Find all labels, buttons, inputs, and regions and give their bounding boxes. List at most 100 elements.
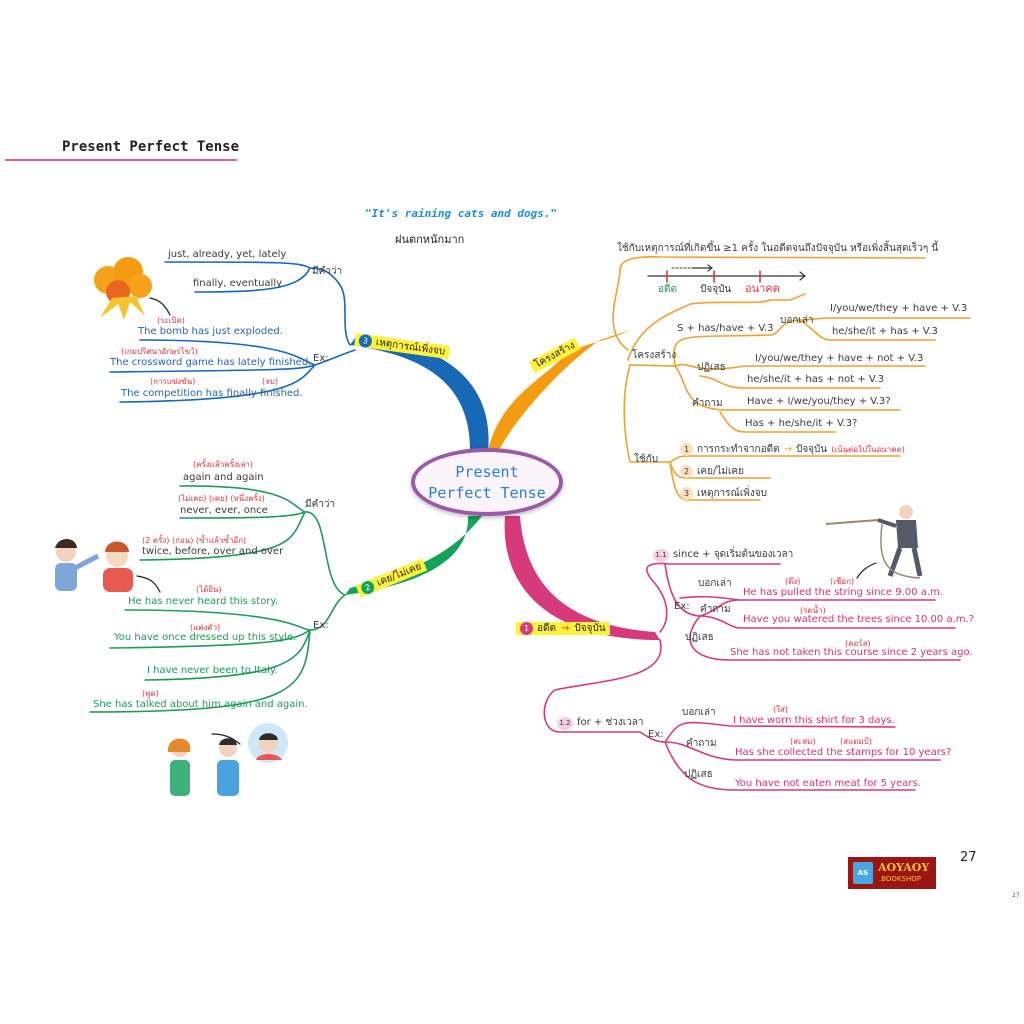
example: He has pulled the string since 9.00 a.m. <box>743 587 943 598</box>
sentence-type: บอกเล่า <box>682 707 716 718</box>
question-label: คำถาม <box>692 398 723 409</box>
ex-label: Ex: <box>648 729 664 740</box>
note: (สะสม) <box>790 737 816 746</box>
publisher-logo: AS AOYAOY .BOOKSHOP <box>848 857 936 889</box>
note: (การแข่งขัน) <box>150 377 196 386</box>
book-icon: AS <box>853 862 873 884</box>
note: (รดน้ำ) <box>800 606 826 615</box>
timeline-future: อนาคต <box>745 282 780 295</box>
affirmative-row: I/you/we/they + have + V.3 <box>830 303 968 314</box>
keyword: twice, before, over and over <box>142 546 284 557</box>
branch-number: 1 <box>520 622 533 635</box>
subtopic-text: for + ช่วงเวลา <box>577 717 644 728</box>
question-row: Have + I/we/you/they + V.3? <box>747 396 891 407</box>
use-text: เหตุการณ์เพิ่งจบ <box>697 488 767 499</box>
note: (ใส่) <box>773 705 789 714</box>
ex-label: Ex: <box>674 601 690 612</box>
keyword: again and again <box>183 472 264 483</box>
subtopic-number: 1.2 <box>557 717 573 730</box>
branch-label-highlight: 1 อดีต → ปัจจุบัน <box>516 622 610 635</box>
timeline-past: อดีต <box>658 284 677 295</box>
sentence-type: คำถาม <box>700 604 731 615</box>
note: (จบ) <box>262 377 279 386</box>
keyword: finally, eventually <box>193 278 283 289</box>
example: The bomb has just exploded. <box>138 326 283 337</box>
subtopic-for: 1.2 for + ช่วงเวลา <box>557 717 644 730</box>
use-item: 3 เหตุการณ์เพิ่งจบ <box>680 487 767 500</box>
friends-illustration <box>167 723 288 796</box>
structure-formula: S + has/have + V.3 <box>677 323 774 334</box>
subtopic-text: since + จุดเริ่มต้นของเวลา <box>673 549 794 560</box>
branch-structure <box>488 330 630 452</box>
example: Have you watered the trees since 10.00 a… <box>743 614 974 625</box>
usage-text: ใช้กับเหตุการณ์ที่เกิดขึ้น ≥1 ครั้ง ในอด… <box>617 243 939 254</box>
structure-label: โครงสร้าง <box>632 350 677 361</box>
branch-title-from: อดีต <box>537 623 556 634</box>
example: You have once dressed up this style. <box>114 632 297 643</box>
branch-label-past-present: 1 อดีต → ปัจจุบัน <box>516 622 610 635</box>
use-number: 1 <box>680 443 693 456</box>
use-target: ปัจจุบัน <box>795 444 828 455</box>
negative-row: he/she/it + has + not + V.3 <box>747 374 884 385</box>
example: Has she collected the stamps for 10 year… <box>735 747 952 758</box>
idiom-quote: "It's raining cats and dogs." <box>365 207 558 220</box>
example: He has never heard this story. <box>128 596 279 607</box>
sentence-type: ปฏิเสธ <box>684 769 713 780</box>
sentence-type: บอกเล่า <box>698 578 732 589</box>
keywords-label: มีคำว่า <box>312 266 343 277</box>
example: She has not taken this course since 2 ye… <box>730 647 973 658</box>
branch-recent <box>350 338 489 452</box>
explosion-illustration <box>94 257 152 320</box>
note: (แต่งตัว) <box>190 623 221 632</box>
title-underline <box>5 159 237 161</box>
keyword: never, ever, once <box>180 505 268 516</box>
note: (สแตมป์) <box>840 737 872 746</box>
use-note: (เน้นต่อไปในอนาคต) <box>831 445 905 454</box>
note: (ดึง) <box>785 577 801 586</box>
branch-title-to: ปัจจุบัน <box>574 623 606 634</box>
man-pulling-rope-illustration <box>825 505 923 579</box>
note: (คอร์ส) <box>845 639 871 648</box>
branch-past-present <box>504 516 660 640</box>
central-topic: Present Perfect Tense <box>411 448 563 516</box>
note: (2 ครั้ง) (ก่อน) (ซ้ำแล้วซ้ำอีก) <box>142 536 247 545</box>
sentence-type: คำถาม <box>686 738 717 749</box>
logo-subtitle: .BOOKSHOP <box>879 875 921 883</box>
use-item: 2 เคย/ไม่เคย <box>680 465 744 478</box>
example: I have never been to Italy. <box>147 665 278 676</box>
note: (ได้ยิน) <box>196 585 222 594</box>
central-topic-line2: Perfect Tense <box>428 484 546 502</box>
page-number: 27 <box>960 850 977 865</box>
use-number: 3 <box>680 487 693 500</box>
affirmative-label: บอกเล่า <box>780 315 814 326</box>
note: (เชือก) <box>830 577 855 586</box>
uses-label: ใช้กับ <box>634 454 659 465</box>
note: (ครั้งแล้วครั้งเล่า) <box>193 460 254 469</box>
kids-illustration <box>55 539 133 592</box>
use-text: เคย/ไม่เคย <box>697 466 744 477</box>
idiom-translation: ฝนตกหนักมาก <box>395 233 465 246</box>
arrow-icon: → <box>561 623 570 634</box>
example: The crossword game has lately finished. <box>110 357 312 368</box>
negative-label: ปฏิเสธ <box>697 362 726 373</box>
use-text: การกระทำจากอดีต <box>697 444 780 455</box>
question-row: Has + he/she/it + V.3? <box>745 418 858 429</box>
note: (ระเบิด) <box>157 316 185 325</box>
page-title: Present Perfect Tense <box>62 139 240 155</box>
example: The competition has finally finished. <box>121 388 303 399</box>
affirmative-row: he/she/it + has + V.3 <box>832 326 938 337</box>
example: I have worn this shirt for 3 days. <box>733 715 895 726</box>
ex-label: Ex: <box>313 620 329 631</box>
example: You have not eaten meat for 5 years. <box>735 778 921 789</box>
note: (ไม่เคย) (เคย) (หนึ่งครั้ง) <box>178 494 265 503</box>
sentence-type: ปฏิเสธ <box>685 632 714 643</box>
timeline-present: ปัจจุบัน <box>700 284 732 295</box>
central-topic-line1: Present <box>455 463 519 481</box>
note: (เกมปริศนาอักษรไขว้) <box>121 347 198 356</box>
use-number: 2 <box>680 465 693 478</box>
note: (พูด) <box>142 689 159 698</box>
ex-label: Ex: <box>313 353 329 364</box>
page-number-small: 27 <box>1012 892 1020 899</box>
